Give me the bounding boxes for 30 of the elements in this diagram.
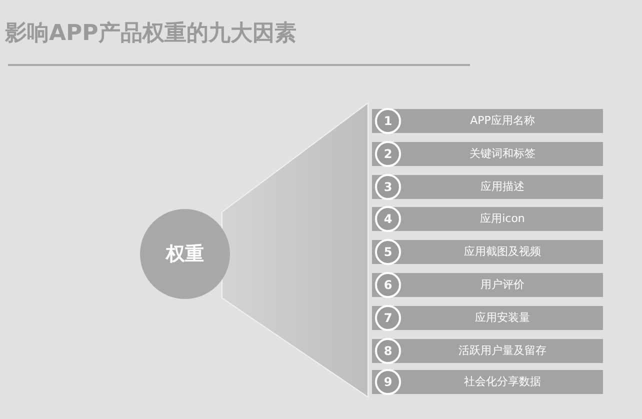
center-circle: 权重: [140, 209, 230, 299]
factor-bar: [372, 109, 603, 133]
factor-bar: [372, 370, 603, 394]
number-badge: 8: [375, 338, 401, 364]
number-badge: 2: [375, 141, 401, 167]
number-badge: 6: [375, 272, 401, 298]
factor-label: 应用icon: [479, 211, 526, 227]
factor-label: 关键词和标签: [468, 146, 536, 162]
number-badge: 1: [375, 108, 401, 134]
number-badge: 5: [375, 239, 401, 265]
number-badge: 4: [375, 206, 401, 232]
factor-bar: [372, 306, 603, 330]
number-badge: 3: [375, 174, 401, 200]
factor-label: 用户评价: [480, 277, 526, 293]
number-badge: 7: [375, 305, 401, 331]
factor-bar: [372, 207, 603, 231]
factor-label: 活跃用户量及留存: [458, 343, 548, 359]
factor-bar: [372, 175, 603, 199]
factor-label: 应用截图及视频: [463, 244, 542, 260]
fan-shape: [222, 102, 368, 398]
title: 影响APP产品权重的九大因素: [5, 20, 296, 48]
factor-label: 应用描述: [480, 179, 526, 195]
number-badge: 9: [375, 369, 401, 395]
factor-bar: [372, 273, 603, 297]
factor-bar: [372, 240, 603, 264]
factor-label: 社会化分享数据: [463, 374, 542, 390]
factor-label: APP应用名称: [469, 113, 536, 129]
factor-label: 应用安装量: [474, 310, 531, 326]
factor-bar: [372, 142, 603, 166]
factor-bar: [372, 339, 603, 363]
